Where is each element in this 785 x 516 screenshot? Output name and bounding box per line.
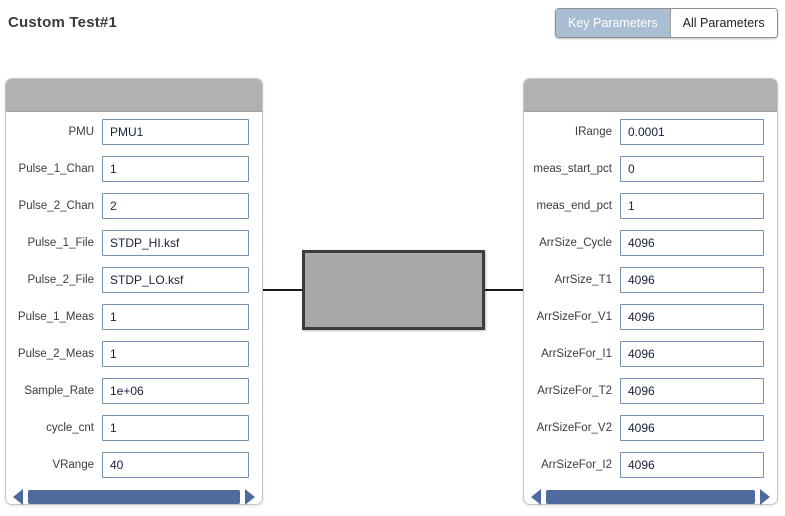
field-row-arrsizefor-v1: ArrSizeFor_V1 <box>524 304 777 330</box>
pulse-2-chan-input[interactable] <box>102 193 249 219</box>
sample-rate-input[interactable] <box>102 378 249 404</box>
field-label: Pulse_2_Chan <box>18 200 94 212</box>
device-symbol[interactable] <box>302 250 485 330</box>
left-panel-header <box>6 79 262 112</box>
all-parameters-button[interactable]: All Parameters <box>669 9 777 37</box>
scroll-right-arrow-icon[interactable] <box>760 489 770 505</box>
page-title: Custom Test#1 <box>8 14 118 31</box>
field-label: ArrSize_T1 <box>554 274 612 286</box>
pulse-2-meas-input[interactable] <box>102 341 249 367</box>
field-label: ArrSizeFor_I1 <box>541 348 612 360</box>
field-label: IRange <box>574 126 612 138</box>
scroll-left-arrow-icon[interactable] <box>531 489 541 505</box>
cycle-cnt-input[interactable] <box>102 415 249 441</box>
left-panel-scrollbar[interactable] <box>13 489 255 505</box>
arrsizefor-v2-input[interactable] <box>620 415 764 441</box>
field-label: ArrSizeFor_T2 <box>537 385 612 397</box>
field-label: Sample_Rate <box>24 385 94 397</box>
field-label: cycle_cnt <box>46 422 94 434</box>
field-label: ArrSizeFor_I2 <box>541 459 612 471</box>
field-label: Pulse_1_Chan <box>18 163 94 175</box>
left-panel-body: PMU Pulse_1_Chan Pulse_2_Chan Pulse_1_Fi… <box>6 112 262 478</box>
arrsizefor-i2-input[interactable] <box>620 452 764 478</box>
field-label: Pulse_1_Meas <box>17 311 94 323</box>
left-parameter-panel: PMU Pulse_1_Chan Pulse_2_Chan Pulse_1_Fi… <box>5 78 263 505</box>
arrsizefor-t2-input[interactable] <box>620 378 764 404</box>
field-label: Pulse_2_Meas <box>17 348 94 360</box>
field-row-arrsize-cycle: ArrSize_Cycle <box>524 230 777 256</box>
field-label: VRange <box>52 459 94 471</box>
arrsizefor-i1-input[interactable] <box>620 341 764 367</box>
device-left-lead <box>263 289 302 291</box>
pulse-1-file-input[interactable] <box>102 230 249 256</box>
arrsize-cycle-input[interactable] <box>620 230 764 256</box>
parameters-view-toggle: Key Parameters All Parameters <box>555 8 778 38</box>
field-label: ArrSize_Cycle <box>539 237 612 249</box>
pulse-1-chan-input[interactable] <box>102 156 249 182</box>
field-row-arrsize-t1: ArrSize_T1 <box>524 267 777 293</box>
field-row-arrsizefor-i2: ArrSizeFor_I2 <box>524 452 777 478</box>
field-row-vrange: VRange <box>6 452 262 478</box>
right-panel-header <box>524 79 777 112</box>
scrollbar-thumb[interactable] <box>28 490 240 504</box>
arrsizefor-v1-input[interactable] <box>620 304 764 330</box>
field-row-meas-start-pct: meas_start_pct <box>524 156 777 182</box>
field-row-cycle-cnt: cycle_cnt <box>6 415 262 441</box>
field-row-pulse-2-file: Pulse_2_File <box>6 267 262 293</box>
pulse-1-meas-input[interactable] <box>102 304 249 330</box>
scrollbar-thumb[interactable] <box>546 490 755 504</box>
right-panel-scrollbar[interactable] <box>531 489 770 505</box>
field-row-pulse-1-meas: Pulse_1_Meas <box>6 304 262 330</box>
field-row-pulse-2-chan: Pulse_2_Chan <box>6 193 262 219</box>
field-row-meas-end-pct: meas_end_pct <box>524 193 777 219</box>
field-label: ArrSizeFor_V1 <box>536 311 612 323</box>
field-label: meas_end_pct <box>536 200 612 212</box>
field-row-arrsizefor-t2: ArrSizeFor_T2 <box>524 378 777 404</box>
field-row-pmu: PMU <box>6 119 262 145</box>
field-label: PMU <box>68 126 94 138</box>
field-label: Pulse_1_File <box>27 237 94 249</box>
arrsize-t1-input[interactable] <box>620 267 764 293</box>
meas-end-pct-input[interactable] <box>620 193 764 219</box>
field-row-irange: IRange <box>524 119 777 145</box>
device-right-lead <box>485 289 523 291</box>
field-label: Pulse_2_File <box>27 274 94 286</box>
field-row-sample-rate: Sample_Rate <box>6 378 262 404</box>
field-row-arrsizefor-v2: ArrSizeFor_V2 <box>524 415 777 441</box>
field-row-pulse-1-file: Pulse_1_File <box>6 230 262 256</box>
field-row-pulse-2-meas: Pulse_2_Meas <box>6 341 262 367</box>
scroll-right-arrow-icon[interactable] <box>245 489 255 505</box>
irange-input[interactable] <box>620 119 764 145</box>
pmu-input[interactable] <box>102 119 249 145</box>
field-label: meas_start_pct <box>533 163 612 175</box>
pulse-2-file-input[interactable] <box>102 267 249 293</box>
right-panel-body: IRange meas_start_pct meas_end_pct ArrSi… <box>524 112 777 478</box>
scroll-left-arrow-icon[interactable] <box>13 489 23 505</box>
right-parameter-panel: IRange meas_start_pct meas_end_pct ArrSi… <box>523 78 778 505</box>
vrange-input[interactable] <box>102 452 249 478</box>
field-row-arrsizefor-i1: ArrSizeFor_I1 <box>524 341 777 367</box>
field-row-pulse-1-chan: Pulse_1_Chan <box>6 156 262 182</box>
meas-start-pct-input[interactable] <box>620 156 764 182</box>
key-parameters-button[interactable]: Key Parameters <box>556 9 670 37</box>
field-label: ArrSizeFor_V2 <box>536 422 612 434</box>
